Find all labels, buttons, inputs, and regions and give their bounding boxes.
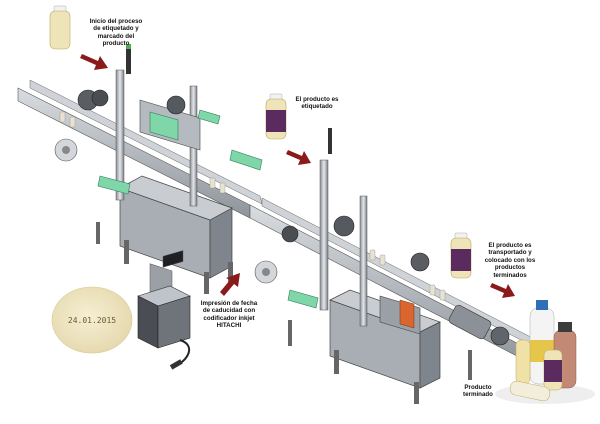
caption-labeled: El producto es etiquetado (284, 96, 350, 111)
caption-line: terminados (493, 271, 527, 279)
caption-transported: El producto es transportado y colocado c… (470, 242, 550, 279)
caption-line: marcado del (97, 32, 135, 40)
caption-line: HITACHI (216, 322, 242, 330)
arrow-icon (286, 150, 311, 165)
arrow-icon (220, 273, 240, 296)
caption-line: Producto (464, 384, 492, 391)
labeling-machine-2 (249, 128, 549, 404)
bottle-icon (450, 232, 472, 279)
caption-line: El producto es (295, 96, 339, 103)
caption-line: transportado y (488, 249, 532, 257)
caption-line: terminado (463, 391, 493, 399)
arrow-icon (490, 283, 515, 298)
caption-line: colocado con los (484, 256, 536, 264)
caption-line: productos (494, 264, 526, 272)
bottle-icon (49, 5, 71, 50)
finished-products (495, 300, 595, 404)
caption-line: El producto es (488, 242, 532, 249)
print-sample-disc: 24.01.2015 (51, 286, 133, 354)
arrow-icon (80, 54, 108, 70)
caption-line: de caducidad con (202, 307, 256, 315)
caption-line: codificador inkjet (203, 314, 255, 322)
caption-line: Inicio del proceso (89, 18, 143, 25)
caption-line: producto (102, 40, 130, 48)
inkjet-printer (137, 250, 191, 370)
caption-line: de etiquetado y (93, 25, 139, 33)
caption-finished-product: Producto terminado (452, 384, 504, 399)
caption-start-process: Inicio del proceso de etiquetado y marca… (80, 18, 152, 48)
labeling-machine (17, 44, 263, 300)
caption-line: Impresión de fecha (200, 300, 258, 307)
caption-line: etiquetado (301, 103, 333, 111)
caption-inkjet-coder: Impresión de fecha de caducidad con codi… (192, 300, 266, 330)
expiry-date-sample: 24.01.2015 (68, 316, 116, 325)
bottle-icon (265, 93, 287, 140)
